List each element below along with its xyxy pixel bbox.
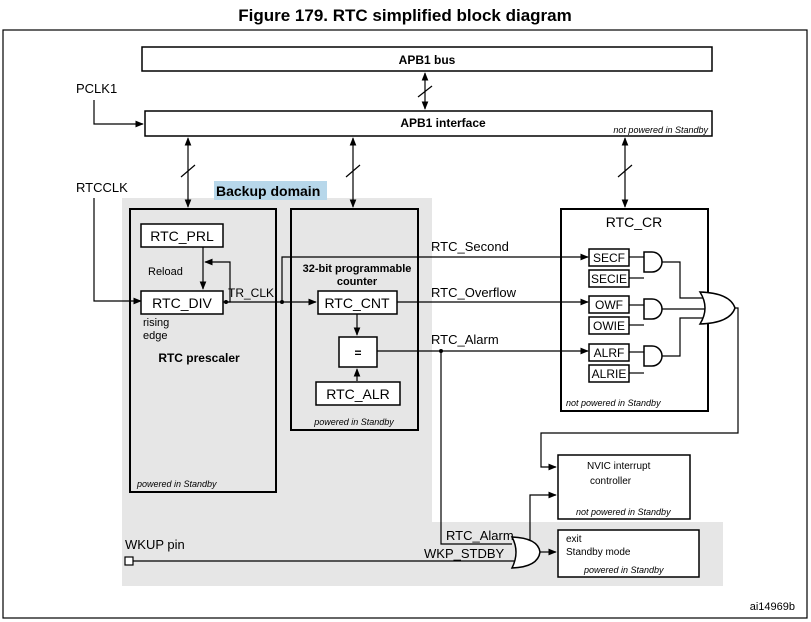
rtcclk-wire	[93, 198, 142, 305]
apb1-bus-label: APB1 bus	[399, 53, 456, 67]
rtc-prl-register	[140, 223, 224, 248]
apb1-bus-box	[141, 46, 713, 72]
rtc-alr-label: RTC_ALR	[326, 386, 390, 402]
alrie-label: ALRIE	[592, 367, 627, 381]
interrupt-to-nvic-wire	[540, 307, 739, 471]
rising-edge-label-2: edge	[143, 330, 167, 342]
and-gate-second	[629, 251, 663, 279]
reload-label: Reload	[148, 266, 183, 278]
pclk1-wire	[93, 100, 144, 128]
rtc-overflow-label: RTC_Overflow	[431, 285, 517, 300]
outer-frame	[2, 29, 808, 619]
counter-bus-slash	[345, 164, 361, 178]
wkup-pin	[124, 556, 134, 566]
figure-ref: ai14969b	[750, 601, 795, 613]
comparator-label: =	[354, 346, 361, 360]
rtc-cnt-label: RTC_CNT	[324, 295, 390, 311]
apb1-interface-label: APB1 interface	[400, 116, 486, 130]
counter-block	[290, 208, 419, 431]
nvic-label-2: controller	[590, 476, 632, 487]
backup-domain-label: Backup domain	[216, 183, 320, 199]
or-gate-interrupt	[698, 291, 736, 325]
and-gate-alarm	[629, 345, 663, 374]
nvic-label-1: NVIC interrupt	[587, 461, 651, 472]
exit-note: powered in Standby	[583, 565, 664, 575]
rtc-cr-label: RTC_CR	[606, 214, 663, 230]
rtc-cr-block	[560, 208, 709, 412]
comparator-box	[338, 336, 378, 368]
rtc-alr-register	[315, 381, 401, 406]
rtc-div-label: RTC_DIV	[152, 295, 212, 311]
rtc-prescaler-block	[129, 208, 277, 493]
or-gate-wakeup	[510, 536, 541, 569]
alarm-to-wakeup-wire	[440, 351, 512, 545]
counter-title-2: counter	[337, 276, 378, 288]
backup-domain-area	[122, 198, 723, 586]
nvic-block	[557, 454, 691, 520]
rtc-prl-label: RTC_PRL	[150, 228, 214, 244]
apb1-interface-box	[144, 110, 713, 137]
wakeup-to-nvic-wire	[529, 491, 557, 540]
counter-title-1: 32-bit programmable	[303, 263, 412, 275]
rtcclk-label: RTCCLK	[76, 180, 128, 195]
and-alarm-to-or	[662, 317, 704, 357]
owf-label: OWF	[595, 298, 623, 312]
prescaler-note: powered in Standby	[136, 479, 217, 489]
pclk1-label: PCLK1	[76, 81, 117, 96]
rtc-alarm-label: RTC_Alarm	[431, 332, 499, 347]
apb1-interface-note: not powered in Standby	[613, 125, 708, 135]
wkp-stdby-label: WKP_STDBY	[424, 546, 505, 561]
secie-label: SECIE	[591, 272, 627, 286]
figure-title: Figure 179. RTC simplified block diagram	[238, 6, 571, 25]
owie-label: OWIE	[593, 319, 625, 333]
rtc-cr-note: not powered in Standby	[566, 398, 661, 408]
bus-slash	[417, 85, 433, 98]
exit-label-1: exit	[566, 534, 582, 545]
rtc-alarm-wakeup-label: RTC_Alarm	[446, 528, 514, 543]
counter-note: powered in Standby	[313, 417, 394, 427]
prescaler-bus-slash	[180, 164, 196, 178]
alrf-label: ALRF	[594, 346, 625, 360]
secf-label: SECF	[593, 251, 625, 265]
cr-bus-slash	[617, 164, 633, 178]
backup-domain-label-bg	[214, 181, 327, 200]
rtc-second-label: RTC_Second	[431, 239, 509, 254]
rtc-prescaler-label: RTC prescaler	[158, 351, 240, 365]
and-second-to-or	[662, 261, 704, 299]
tr-clk-label: TR_CLK	[228, 286, 274, 300]
nvic-note: not powered in Standby	[576, 507, 671, 517]
and-gate-overflow	[629, 298, 663, 326]
rtc-second-wire	[281, 253, 589, 302]
wkup-pin-label: WKUP pin	[125, 537, 185, 552]
exit-label-2: Standby mode	[566, 547, 631, 558]
exit-standby-block	[557, 529, 700, 578]
rising-edge-label-1: rising	[143, 317, 169, 329]
